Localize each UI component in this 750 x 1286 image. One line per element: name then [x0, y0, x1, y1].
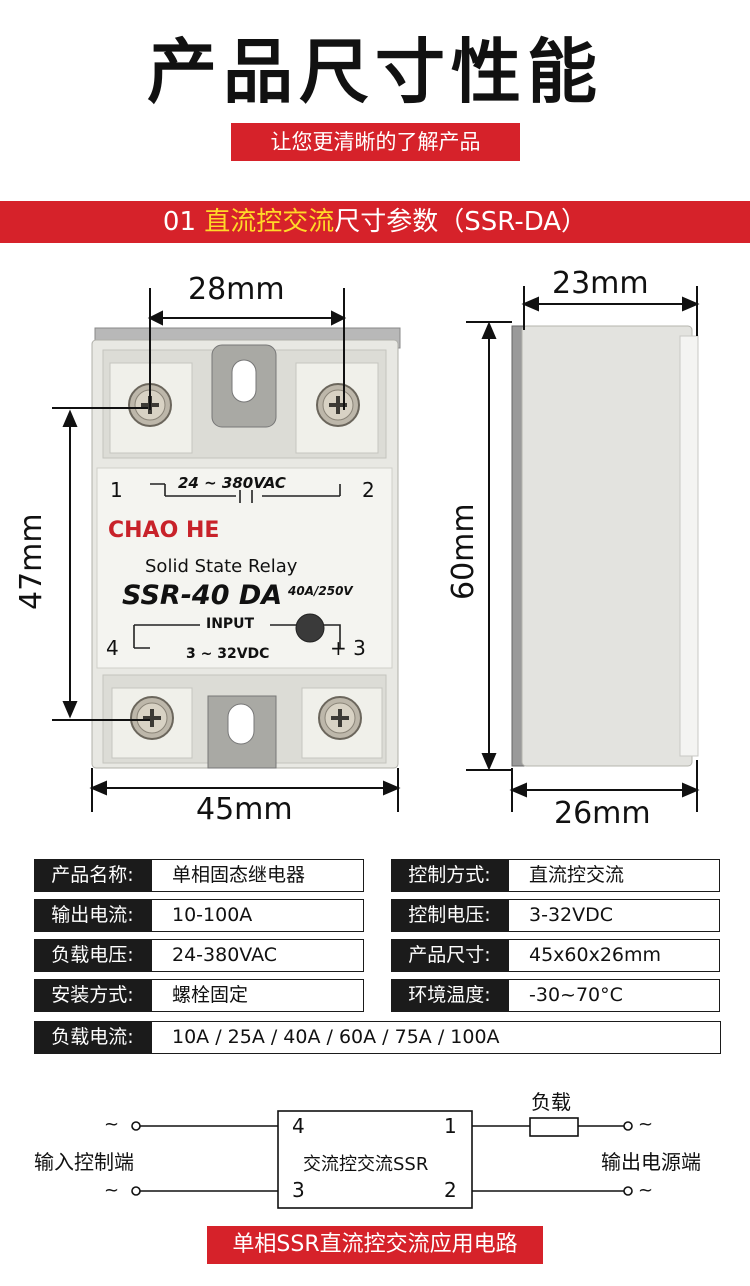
spec-label: 产品名称:: [34, 859, 151, 892]
tilde-symbol: ~: [638, 1114, 654, 1135]
section-highlight: 直流控交流: [204, 207, 335, 237]
relay-side-view: [466, 286, 700, 812]
spec-label: 负载电压:: [34, 939, 151, 972]
subtitle-banner: 让您更清晰的了解产品: [231, 123, 520, 161]
screw-icon: [318, 696, 362, 740]
spec-label: 控制电压:: [391, 899, 508, 932]
relay-ac-range: 24 ~ 380VAC: [178, 474, 286, 492]
spec-row: 产品名称: 单相固态继电器: [34, 859, 364, 892]
spec-row: 控制电压: 3-32VDC: [391, 899, 721, 932]
output-power-label: 输出电源端: [601, 1150, 701, 1174]
tilde-symbol: ~: [638, 1180, 654, 1201]
spec-value: 3-32VDC: [508, 899, 720, 932]
circuit-caption: 单相SSR直流控交流应用电路: [207, 1226, 543, 1264]
dim-full-width: 45mm: [196, 792, 293, 827]
pin-3: 3: [292, 1178, 305, 1202]
pin-1: 1: [444, 1114, 457, 1138]
spec-value: 45x60x26mm: [508, 939, 720, 972]
spec-row: 输出电流: 10-100A: [34, 899, 364, 932]
spec-value: 10A / 25A / 40A / 60A / 75A / 100A: [151, 1021, 721, 1054]
section-suffix: 尺寸参数（SSR-DA）: [334, 207, 588, 237]
relay-terminal-2: 2: [362, 478, 375, 502]
spec-row: 控制方式: 直流控交流: [391, 859, 721, 892]
section-prefix: 01: [162, 207, 205, 237]
relay-terminal-1: 1: [110, 478, 123, 502]
relay-dc-range: 3 ~ 32VDC: [186, 646, 270, 662]
dimension-lines: [466, 286, 700, 812]
relay-rating: 40A/250V: [288, 584, 353, 598]
relay-type-line: Solid State Relay: [145, 556, 298, 577]
screw-icon: [130, 696, 174, 740]
spec-label: 输出电流:: [34, 899, 151, 932]
relay-brand: CHAO HE: [108, 518, 220, 543]
pin-4: 4: [292, 1114, 305, 1138]
spec-value: 单相固态继电器: [151, 859, 364, 892]
dim-top-width: 28mm: [188, 272, 285, 307]
ssr-box-label: 交流控交流SSR: [303, 1154, 429, 1175]
relay-front-view: [52, 288, 401, 812]
spec-label: 负载电流:: [34, 1021, 151, 1054]
pin-2: 2: [444, 1178, 457, 1202]
circuit-diagram: [131, 1110, 633, 1209]
spec-value: 24-380VAC: [151, 939, 364, 972]
input-control-label: 输入控制端: [34, 1150, 134, 1174]
spec-value: 10-100A: [151, 899, 364, 932]
relay-terminal-3: + 3: [330, 636, 366, 660]
dimension-lines: [52, 288, 401, 812]
load-label: 负载: [531, 1090, 571, 1114]
tilde-symbol: ~: [104, 1180, 120, 1201]
spec-value: 直流控交流: [508, 859, 720, 892]
spec-label: 产品尺寸:: [391, 939, 508, 972]
spec-label: 安装方式:: [34, 979, 151, 1012]
dim-side-top: 23mm: [552, 266, 649, 301]
dim-screw-height: 47mm: [14, 513, 49, 610]
relay-terminal-4: 4: [106, 636, 119, 660]
spec-row: 环境温度: -30~70°C: [391, 979, 721, 1012]
dim-total-height: 60mm: [446, 503, 481, 600]
relay-model: SSR-40 DA: [122, 580, 283, 611]
spec-value: -30~70°C: [508, 979, 720, 1012]
relay-input-label: INPUT: [206, 616, 255, 632]
spec-row-full: 负载电流: 10A / 25A / 40A / 60A / 75A / 100A: [34, 1021, 721, 1054]
section-banner: 01 直流控交流尺寸参数（SSR-DA）: [0, 201, 750, 243]
spec-row: 安装方式: 螺栓固定: [34, 979, 364, 1012]
spec-label: 控制方式:: [391, 859, 508, 892]
page-title: 产品尺寸性能: [147, 31, 603, 113]
spec-label: 环境温度:: [391, 979, 508, 1012]
dim-side-bottom: 26mm: [554, 796, 651, 831]
tilde-symbol: ~: [104, 1114, 120, 1135]
spec-value: 螺栓固定: [151, 979, 364, 1012]
spec-row: 产品尺寸: 45x60x26mm: [391, 939, 721, 972]
spec-row: 负载电压: 24-380VAC: [34, 939, 364, 972]
screw-icon: [316, 383, 360, 427]
